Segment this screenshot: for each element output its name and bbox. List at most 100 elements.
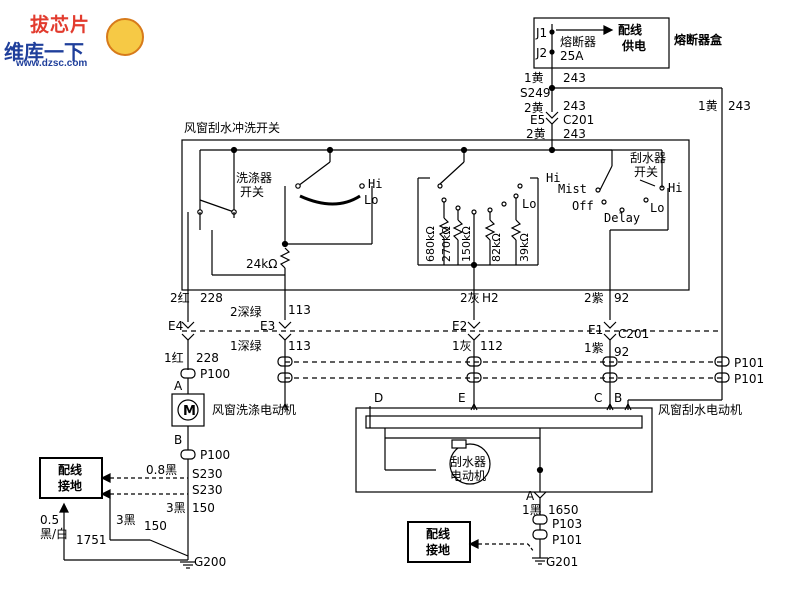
- splice-s230-a: S230: [192, 467, 223, 481]
- splice-s249: S249: [520, 86, 551, 100]
- connector-e4: E4: [168, 319, 183, 333]
- ground-box-right-line1: 配线: [426, 526, 450, 541]
- wiper-motor-symbol: [449, 443, 491, 485]
- wire-243-b: 243: [563, 99, 586, 113]
- wire-112: 112: [480, 339, 503, 353]
- wire-dkgreen-2: 2深绿: [230, 304, 262, 319]
- connector-c201: [545, 111, 559, 119]
- wire-92-b: 92: [614, 345, 629, 359]
- connector-e3: E3: [260, 319, 275, 333]
- switch-off: Off: [572, 199, 594, 213]
- supply-label-2: 供电: [621, 38, 646, 53]
- wire-black-3a: 3黑: [166, 501, 186, 515]
- wire-113-a: 113: [288, 303, 311, 317]
- watermark-url: www.dzsc.com: [16, 58, 88, 69]
- splice-s230-b: S230: [192, 483, 223, 497]
- wiper-motor-inner-2: 电动机: [450, 469, 486, 483]
- supply-label-1: 配线: [618, 22, 642, 37]
- connector-p103-label: P103: [552, 517, 582, 531]
- fuse-rating: 25A: [560, 49, 584, 63]
- switch-box-frame: [181, 139, 690, 291]
- wiper-pin-b: B: [614, 391, 622, 405]
- wire-243-right: 243: [728, 99, 751, 113]
- washer-switch-contact: [199, 199, 235, 213]
- switch-box-title: 风窗刮水冲洗开关: [184, 120, 280, 135]
- connector-c201-label: C201: [563, 113, 594, 127]
- washer-motor-pin-b: B: [174, 433, 182, 447]
- switch-lo-c: Lo: [650, 201, 664, 215]
- connector-p100-bottom: [180, 449, 196, 460]
- washer-motor-m: M: [183, 404, 196, 419]
- connector-e5: E5: [530, 113, 545, 127]
- wire-yellow-2: 2黄: [524, 101, 544, 115]
- watermark-brand-bottom: 维库一下: [4, 40, 84, 64]
- resistor-82k: 82kΩ: [490, 233, 503, 262]
- fuse-j2-label: J2: [535, 46, 547, 60]
- connector-p101-pins: [277, 356, 730, 383]
- resistor-24k: 24kΩ: [246, 257, 277, 271]
- washer-motor-symbol: [177, 399, 199, 421]
- wiper-pin-e: E: [458, 391, 466, 405]
- wire-h2: H2: [482, 291, 499, 305]
- wire-yellow-1-right: 1黄: [698, 99, 718, 113]
- wire-1751: 1751: [76, 533, 107, 547]
- wiper-pin-d: D: [374, 391, 383, 405]
- wire-purple-2: 2紫: [584, 291, 604, 305]
- ground-box-left: [39, 457, 103, 499]
- wire-black-08: 0.8黑: [146, 463, 177, 477]
- wire-red-2: 2红: [170, 290, 190, 305]
- wiper-motor-label: 风窗刮水电动机: [658, 403, 742, 417]
- mascot-icon: [106, 18, 144, 56]
- wiper-switch-label-1: 刮水器: [630, 151, 666, 165]
- fuse-box-title: 熔断器盒: [674, 32, 723, 47]
- wire-black-white-2: 黑/白: [40, 526, 68, 541]
- fuse-box-frame: [533, 17, 670, 69]
- connector-p101-label-b: P101: [734, 372, 764, 386]
- connector-p101-bottom: [532, 529, 548, 540]
- ground-box-left-line2: 接地: [58, 478, 82, 493]
- ground-g200: G200: [194, 555, 226, 569]
- resistor-680k: 680kΩ: [424, 226, 437, 262]
- wire-yellow-2b: 2黄: [526, 127, 546, 141]
- resistor-ladder: [438, 198, 522, 265]
- wire-gray-2: 2灰: [460, 291, 480, 305]
- wiper-motor-frame: [355, 407, 653, 493]
- wiper-motor-inner-1: 刮水器: [450, 455, 486, 469]
- wire-150-a: 150: [192, 501, 215, 515]
- wiper-pin-c: C: [594, 391, 602, 405]
- wiper-switch-label-2: 开关: [634, 165, 658, 179]
- wire-1650: 1650: [548, 503, 579, 517]
- switch-hi-a: Hi: [368, 177, 382, 191]
- washer-motor-label: 风窗洗涤电动机: [212, 403, 296, 417]
- washer-switch-label-1: 洗涤器: [236, 171, 272, 185]
- wiper-switch-contact: [599, 165, 613, 191]
- wire-228-a: 228: [200, 291, 223, 305]
- connector-p101-label-a: P101: [734, 356, 764, 370]
- connector-p101-label-c: P101: [552, 533, 582, 547]
- connector-p100-label-b: P100: [200, 448, 230, 462]
- resistor-150k: 150kΩ: [460, 226, 473, 262]
- connector-e2: E2: [452, 319, 467, 333]
- wire-243-c: 243: [563, 127, 586, 141]
- switch-mist: Mist: [558, 182, 587, 196]
- switch-hi-b: Hi: [546, 171, 560, 185]
- wire-113-b: 113: [288, 339, 311, 353]
- connector-p100-label-a: P100: [200, 367, 230, 381]
- connector-p100-top: [180, 368, 196, 379]
- watermark-logo: 拔芯片 维库一下 www.dzsc.com: [2, 6, 152, 69]
- wire-dkgreen-1: 1深绿: [230, 338, 262, 353]
- rotary-switch-1: [297, 161, 331, 187]
- connector-e1: E1: [588, 323, 603, 337]
- resistor-270k: 270kΩ: [440, 226, 453, 262]
- connector-c201b: C201: [618, 327, 649, 341]
- fuse-j1-label: J1: [535, 26, 547, 40]
- wire-243-a: 243: [563, 71, 586, 85]
- wire-92-a: 92: [614, 291, 629, 305]
- washer-motor-pin-a: A: [174, 379, 183, 393]
- fuse-label: 熔断器: [560, 34, 596, 49]
- washer-switch-label-2: 开关: [240, 185, 264, 199]
- wire-black-white-1: 0.5: [40, 513, 59, 527]
- switch-lo-a: Lo: [364, 193, 378, 207]
- wire-gray-1: 1灰: [452, 339, 472, 353]
